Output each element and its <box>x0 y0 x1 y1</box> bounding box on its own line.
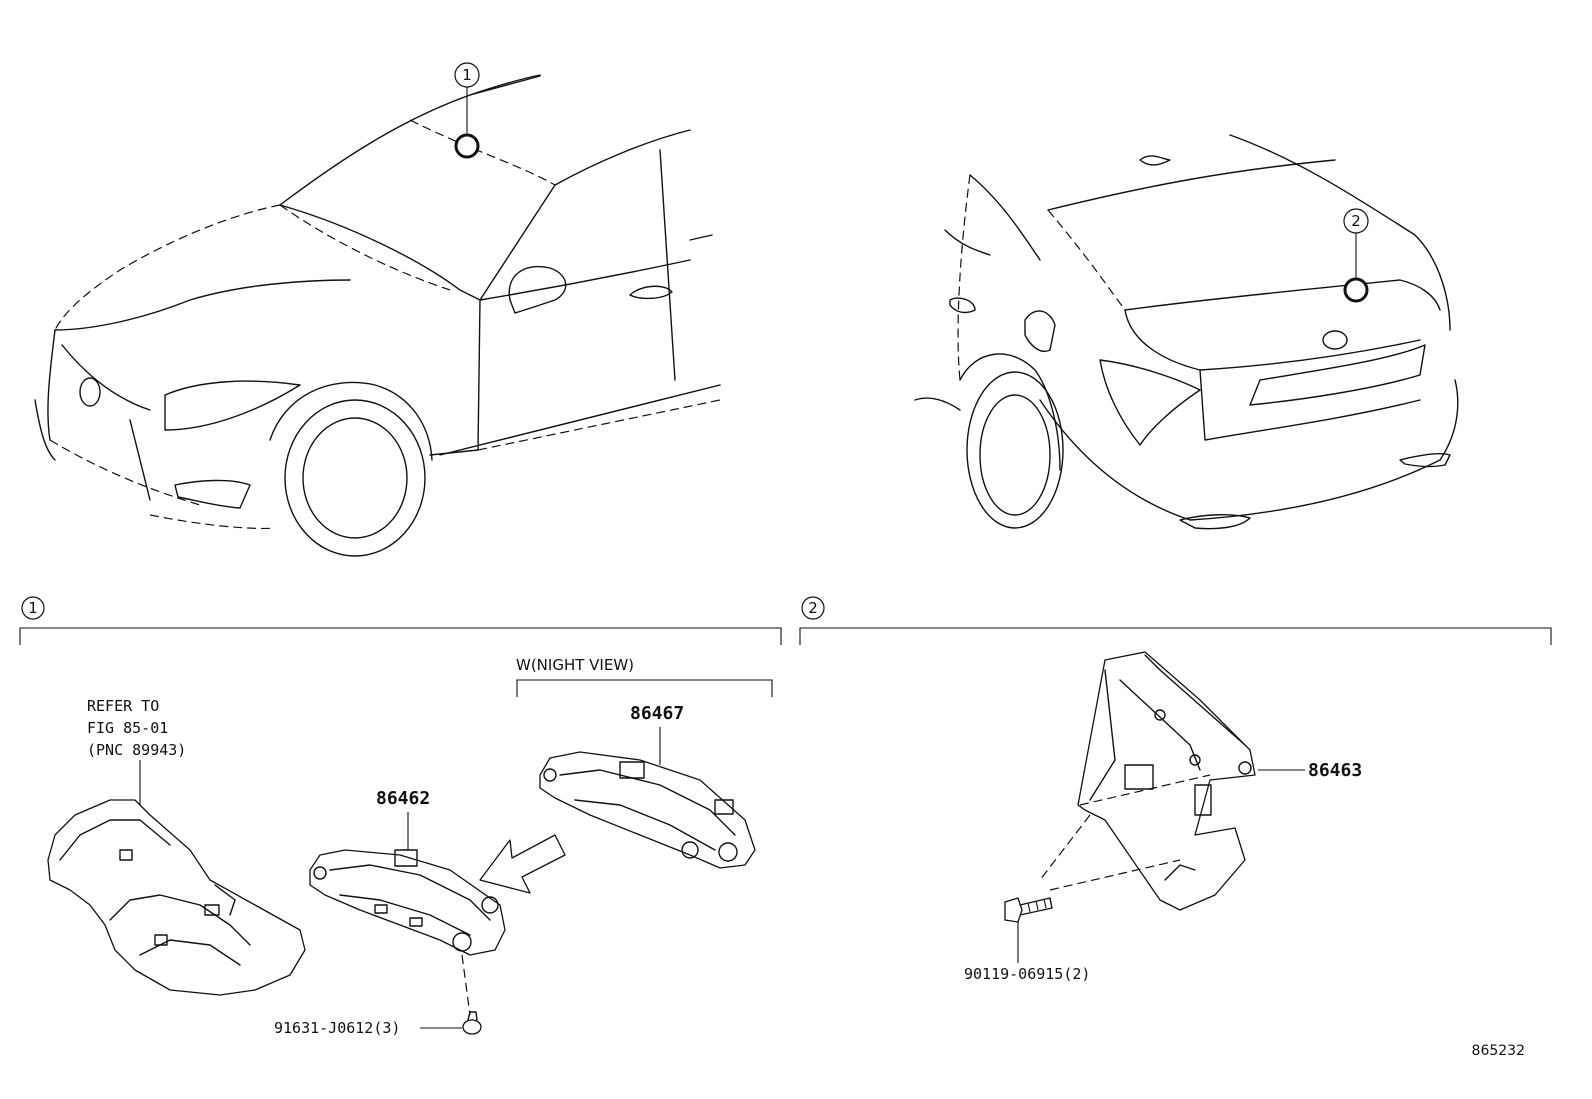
illustration-id: 865232 <box>1472 1043 1525 1059</box>
refer-note-line1: REFER TO <box>87 697 159 715</box>
section-2-header: 2 <box>799 596 1552 645</box>
rear-sensor-marker <box>1343 277 1369 303</box>
mirror-cover-part <box>47 799 306 996</box>
rear-car-illustration: 2 <box>914 134 1459 530</box>
callout-2-label: 2 <box>1351 212 1361 230</box>
screw-91631-label: 91631-J0612(3) <box>274 1019 400 1037</box>
front-sensor-marker <box>454 133 480 159</box>
callout-1-label: 1 <box>462 66 472 84</box>
part-86462-label: 86462 <box>376 788 430 809</box>
bolt-90119 <box>1004 897 1053 923</box>
camera-bracket-86462 <box>309 849 506 956</box>
variant-label: W(NIGHT VIEW) <box>516 656 634 674</box>
refer-note-line3: (PNC 89943) <box>87 741 186 759</box>
section-2-marker: 2 <box>808 599 818 617</box>
callout-1-circle <box>454 62 480 88</box>
screw-91631 <box>462 1011 482 1035</box>
sensor-bracket-86463 <box>1077 651 1256 911</box>
section-1-header: 1 <box>19 596 782 645</box>
replacement-arrow <box>479 834 566 894</box>
refer-note-line2: FIG 85-01 <box>87 719 168 737</box>
front-car-illustration: 1 <box>34 62 721 557</box>
callout-2-circle <box>1343 208 1369 234</box>
part-86467-label: 86467 <box>630 703 684 724</box>
section-1-marker: 1 <box>28 599 38 617</box>
part-86463-label: 86463 <box>1308 760 1362 781</box>
bolt-90119-label: 90119-06915(2) <box>964 965 1090 983</box>
camera-bracket-86467 <box>539 751 756 869</box>
